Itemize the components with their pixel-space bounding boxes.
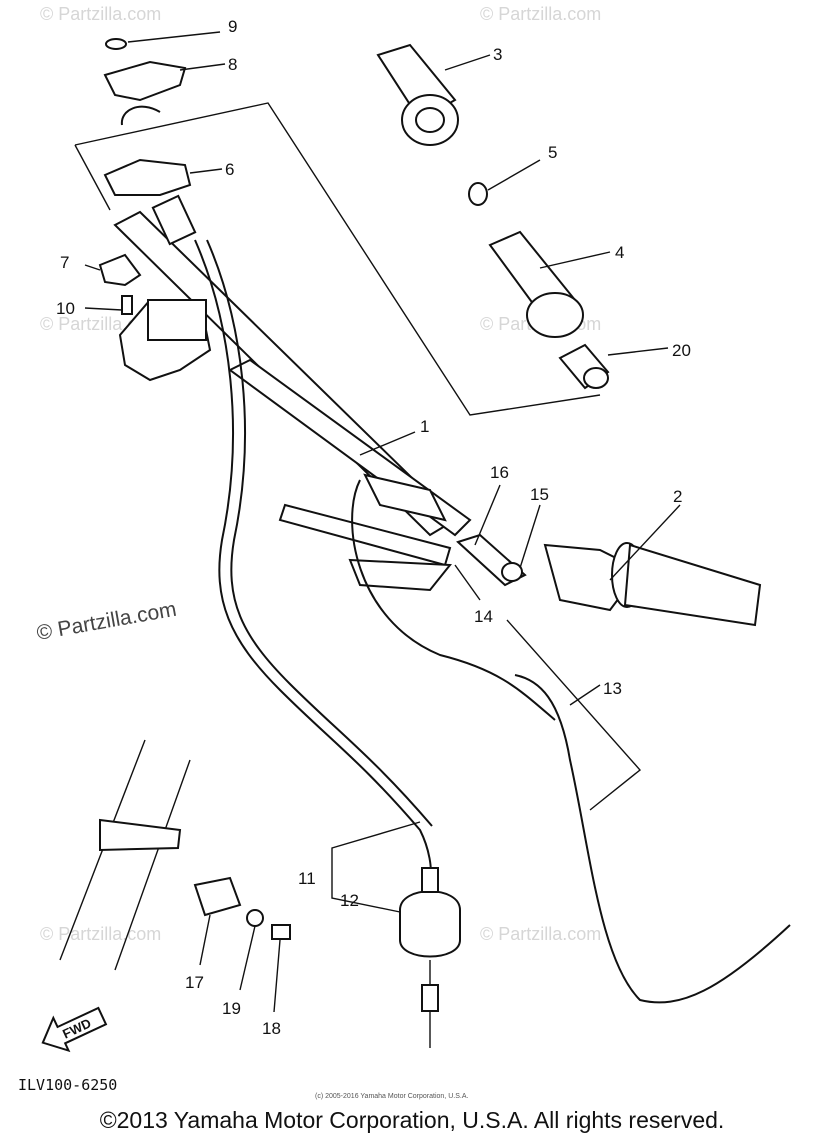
diagram-code: ILV100-6250 xyxy=(18,1076,117,1094)
assembly-outline-upper xyxy=(74,102,601,416)
callout-20: 20 xyxy=(672,341,691,360)
handlebar xyxy=(113,210,472,592)
throttle-tube-4 xyxy=(488,230,584,338)
watermark: © Partzilla.com xyxy=(480,4,601,24)
junction-box-12 xyxy=(399,867,461,1048)
watermarks: © Partzilla.com © Partzilla.com © Partzi… xyxy=(35,4,601,944)
adjuster-parts xyxy=(456,533,527,587)
throttle-cable-inner xyxy=(206,239,433,827)
cap-20 xyxy=(558,343,610,390)
callout-9: 9 xyxy=(228,17,237,36)
clutch-cable-outer xyxy=(514,674,791,1004)
assembly-outline-13 xyxy=(506,619,642,811)
grip-3 xyxy=(376,43,459,146)
callout-16: 16 xyxy=(490,463,509,482)
callout-3: 3 xyxy=(493,45,502,64)
assembly-outline-left xyxy=(74,144,111,211)
watermark: © Partzilla.com xyxy=(40,924,161,944)
watermark: © Partzilla.com xyxy=(40,4,161,24)
watermark: © Partzilla.com xyxy=(35,598,178,645)
callout-14: 14 xyxy=(474,607,493,626)
callout-18: 18 xyxy=(262,1019,281,1038)
clutch-cable xyxy=(351,479,556,721)
collar-5 xyxy=(468,182,488,206)
copyright-footer: ©2013 Yamaha Motor Corporation, U.S.A. A… xyxy=(99,1107,725,1133)
callouts: 9 8 3 5 6 7 10 4 20 1 2 16 15 14 13 11 1… xyxy=(56,17,691,1038)
callout-11: 11 xyxy=(298,869,316,888)
throttle-cable xyxy=(194,239,432,876)
callout-2: 2 xyxy=(673,487,682,506)
callout-10: 10 xyxy=(56,299,75,318)
watermark: © Partzilla.com xyxy=(480,924,601,944)
callout-15: 15 xyxy=(530,485,549,504)
callout-7: 7 xyxy=(60,253,69,272)
callout-17: 17 xyxy=(185,973,204,992)
callout-13: 13 xyxy=(603,679,622,698)
fork-tube xyxy=(59,739,291,971)
throttle-clamps xyxy=(103,38,197,246)
callout-12: 12 xyxy=(340,891,359,910)
grip-2 xyxy=(543,542,762,627)
leader-lines xyxy=(84,31,681,1013)
callout-6: 6 xyxy=(225,160,234,179)
callout-8: 8 xyxy=(228,55,237,74)
lever-housing xyxy=(98,253,212,382)
callout-5: 5 xyxy=(548,143,557,162)
lever-body xyxy=(363,473,447,522)
fine-print: (c) 2005-2016 Yamaha Motor Corporation, … xyxy=(315,1093,468,1100)
callout-1: 1 xyxy=(420,417,429,436)
fwd-arrow: FWD xyxy=(41,1006,108,1053)
callout-4: 4 xyxy=(615,243,624,262)
callout-19: 19 xyxy=(222,999,241,1018)
